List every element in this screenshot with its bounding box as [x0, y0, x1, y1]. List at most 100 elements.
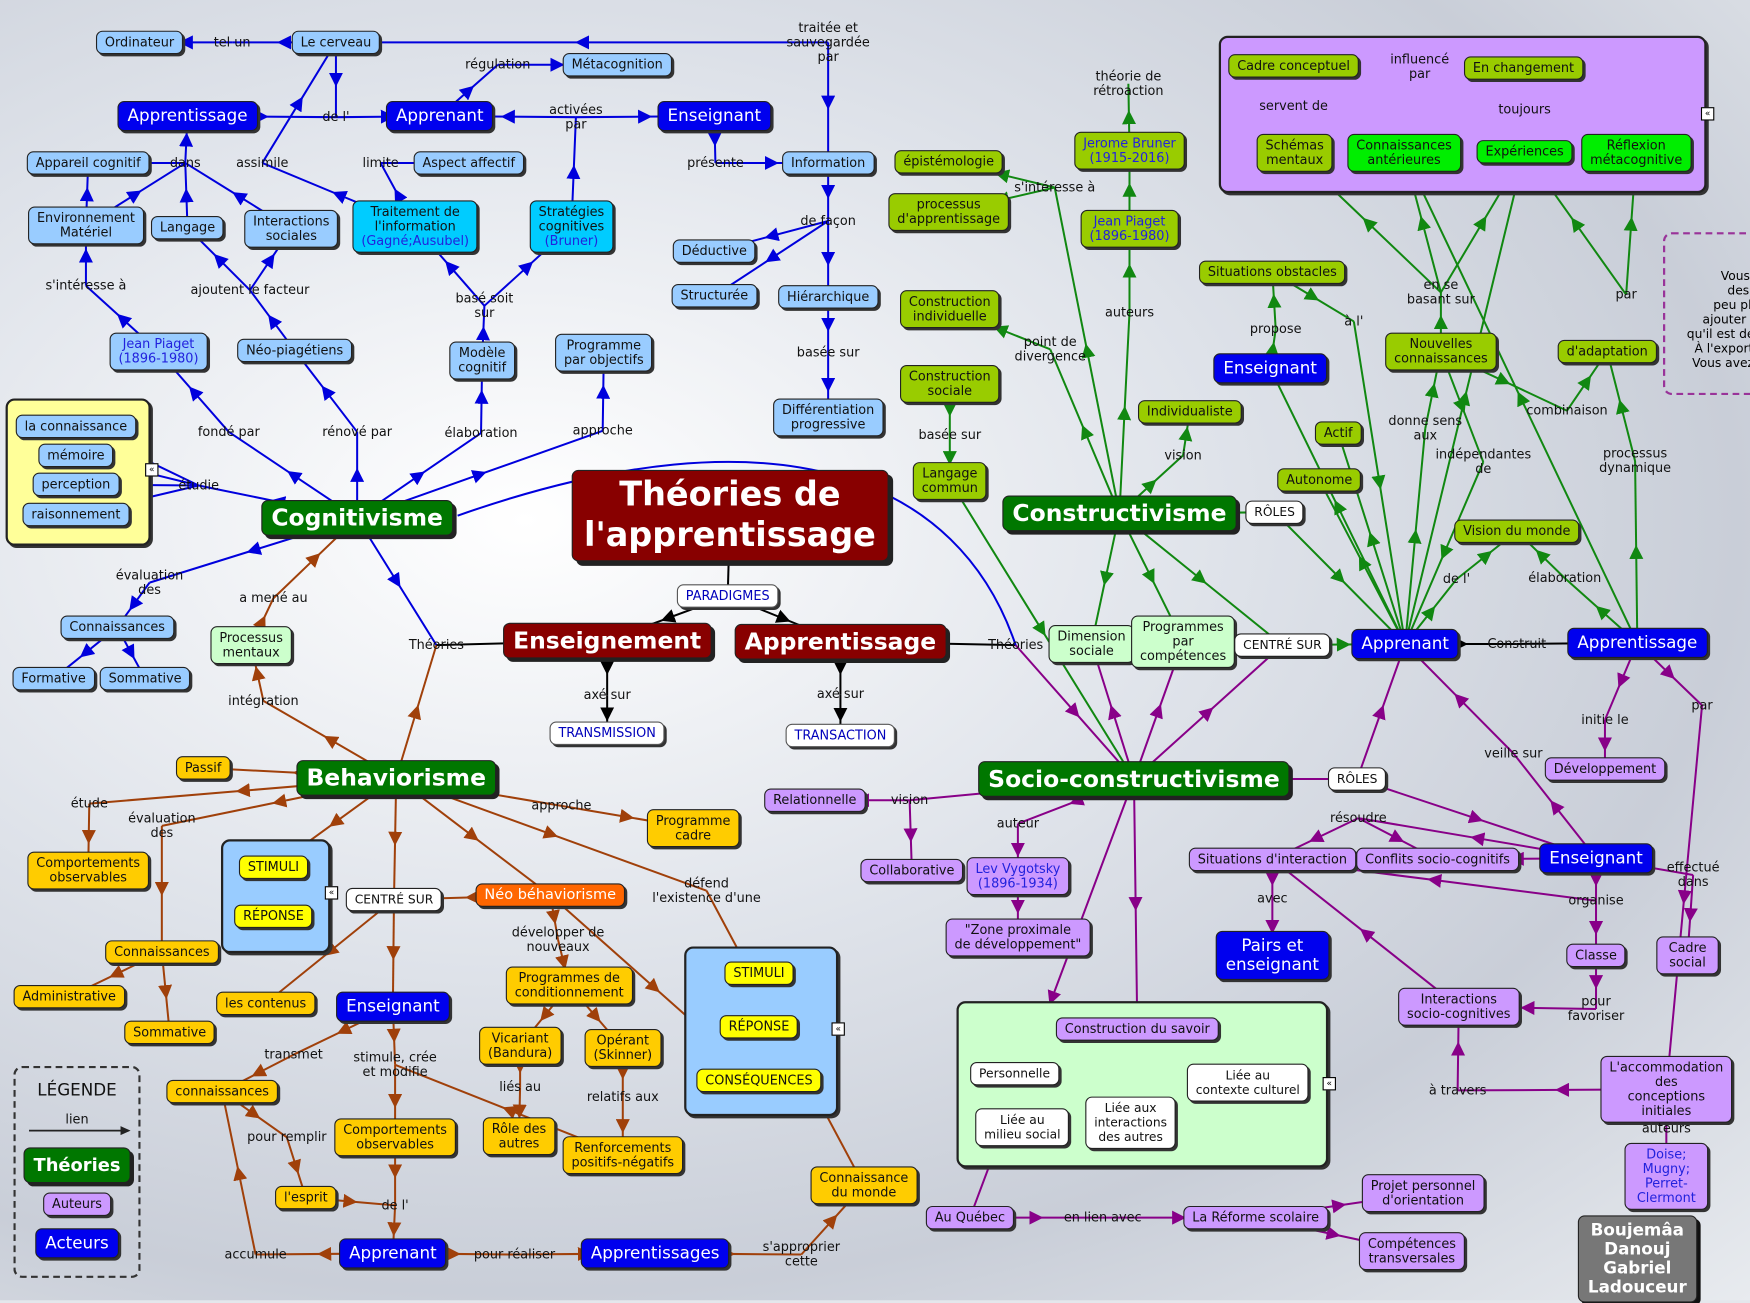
node-enchangement[interactable]: En changement — [1463, 56, 1583, 80]
node-formative[interactable]: Formative — [12, 666, 95, 691]
node-transaction[interactable]: TRANSACTION — [785, 723, 896, 748]
node-sommative-c[interactable]: Sommative — [99, 666, 191, 691]
node-progobj[interactable]: Programme par objectifs — [555, 333, 653, 372]
node-nouvelles[interactable]: Nouvelles connaissances — [1385, 332, 1497, 371]
collapse-icon[interactable]: « — [1322, 1077, 1336, 1091]
node-intsoccog[interactable]: Interactions socio-cognitives — [1398, 987, 1520, 1026]
node-adaptation[interactable]: d'adaptation — [1557, 339, 1657, 364]
node-aspect[interactable]: Aspect affectif — [413, 151, 524, 175]
node-reflexion[interactable]: Réflexion métacognitive — [1581, 133, 1692, 172]
node-centre-b[interactable]: CENTRÉ SUR — [345, 887, 443, 912]
node-langage[interactable]: Langage — [150, 215, 225, 240]
node-stim1[interactable]: STIMULI — [238, 855, 308, 879]
node-diff[interactable]: Différentiation progressive — [773, 398, 884, 437]
node-neo-b[interactable]: Néo béhaviorisme — [475, 883, 625, 907]
node-jp-k[interactable]: Jean Piaget (1896-1980) — [1080, 209, 1179, 248]
node-connaiss-b[interactable]: Connaissances — [105, 940, 219, 964]
node-appr-c[interactable]: Apprentissage — [117, 101, 258, 132]
node-zone[interactable]: "Zone proximale de développement" — [945, 918, 1091, 957]
node-conn2[interactable]: mémoire — [38, 443, 114, 468]
node-pairs[interactable]: Pairs et enseignant — [1215, 930, 1330, 980]
node-sitobst[interactable]: Situations obstacles — [1198, 260, 1346, 285]
node-conflits[interactable]: Conflits socio-cognitifs — [1356, 847, 1519, 872]
node-rep2[interactable]: RÉPONSE — [719, 1015, 799, 1039]
node-experiences[interactable]: Expériences — [1476, 140, 1573, 164]
node-enseignement[interactable]: Enseignement — [503, 622, 712, 659]
node-behav[interactable]: Behaviorisme — [296, 760, 497, 796]
node-competences[interactable]: Compétences transversales — [1358, 1232, 1465, 1271]
collapse-icon[interactable]: « — [831, 1022, 845, 1036]
node-centre-k[interactable]: CENTRÉ SUR — [1234, 633, 1331, 657]
node-renforc[interactable]: Renforcements positifs-négatifs — [562, 1136, 683, 1175]
node-progcomp[interactable]: Programmes par compétences — [1131, 615, 1236, 668]
node-enseignant-c[interactable]: Enseignant — [657, 101, 772, 132]
node-structuree[interactable]: Structurée — [671, 284, 758, 308]
collapse-icon[interactable]: « — [1700, 107, 1715, 121]
collapse-icon[interactable]: « — [145, 463, 159, 477]
node-individualiste[interactable]: Individualiste — [1137, 400, 1242, 424]
node-conn3[interactable]: perception — [32, 472, 120, 497]
node-traitement[interactable]: Traitement de l'information(Gagné;Ausube… — [352, 200, 478, 253]
node-paradigmes[interactable]: PARADIGMES — [676, 584, 779, 608]
node-vicariant[interactable]: Vicariant (Bandura) — [479, 1026, 562, 1065]
node-connmonde[interactable]: Connaissance du monde — [810, 1166, 918, 1205]
node-contexte[interactable]: Liée au contexte culturel — [1186, 1063, 1309, 1102]
node-enseignant-s[interactable]: Enseignant — [1539, 843, 1653, 874]
node-procapp[interactable]: processus d'apprentissage — [888, 193, 1009, 232]
node-accom[interactable]: L'accommodation des conceptions initiale… — [1600, 1055, 1733, 1123]
node-signature[interactable]: Boujemâa Danouj Gabriel Ladouceur — [1577, 1215, 1697, 1303]
node-roles-s[interactable]: RÔLES — [1327, 767, 1387, 791]
node-actif[interactable]: Actif — [1314, 421, 1362, 445]
node-constrsavoir[interactable]: Construction du savoir — [1055, 1017, 1219, 1041]
node-compobs2[interactable]: Comportements observables — [334, 1118, 456, 1157]
node-reforme[interactable]: La Réforme scolaire — [1183, 1205, 1328, 1230]
node-sitint[interactable]: Situations d'interaction — [1188, 847, 1356, 872]
node-jp-c[interactable]: Jean Piaget (1896-1980) — [109, 332, 208, 371]
node-stim2[interactable]: STIMULI — [724, 961, 794, 985]
node-admin[interactable]: Administrative — [13, 984, 125, 1009]
node-apprenant-b[interactable]: Apprenant — [339, 1238, 447, 1269]
node-classe[interactable]: Classe — [1566, 943, 1626, 968]
node-hierarch[interactable]: Hiérarchique — [778, 285, 879, 309]
node-constructivisme[interactable]: Constructivisme — [1002, 495, 1237, 532]
node-sommative-b[interactable]: Sommative — [124, 1020, 216, 1045]
node-operant[interactable]: Opérant (Skinner) — [584, 1029, 662, 1067]
node-ordinateur[interactable]: Ordinateur — [95, 30, 184, 55]
node-roles-k[interactable]: RÔLES — [1245, 500, 1304, 525]
node-milieu[interactable]: Liée au milieu social — [975, 1108, 1070, 1147]
node-transmission[interactable]: TRANSMISSION — [549, 721, 665, 745]
node-constr-soc[interactable]: Construction sociale — [900, 364, 1000, 403]
node-connaiss-b2[interactable]: connaissances — [166, 1079, 278, 1104]
node-role[interactable]: Rôle des autres — [482, 1117, 556, 1156]
node-modele[interactable]: Modèle cognitif — [449, 341, 516, 380]
node-cerveau[interactable]: Le cerveau — [291, 30, 381, 55]
node-constr-ind[interactable]: Construction individuelle — [900, 290, 1000, 329]
node-passif[interactable]: Passif — [175, 756, 231, 780]
node-lev[interactable]: Lev Vygotsky (1896-1934) — [966, 857, 1070, 896]
node-socio[interactable]: Socio-constructivisme — [978, 761, 1290, 797]
node-conn4[interactable]: raisonnement — [22, 502, 130, 527]
node-epist[interactable]: épistémologie — [894, 150, 1003, 174]
node-projet[interactable]: Projet personnel d'orientation — [1361, 1174, 1485, 1213]
node-apprentissage-p[interactable]: Apprentissage — [734, 623, 947, 660]
node-cadresocial[interactable]: Cadre social — [1656, 936, 1719, 975]
node-apprentissages[interactable]: Apprentissages — [580, 1238, 730, 1269]
node-visionmonde[interactable]: Vision du monde — [1454, 519, 1580, 543]
node-strat[interactable]: Stratégies cognitives(Bruner) — [529, 200, 614, 253]
collapse-icon[interactable]: « — [324, 886, 339, 900]
node-doise[interactable]: Doise; Mugny; Perret-Clermont — [1624, 1142, 1709, 1210]
node-progcadre[interactable]: Programme cadre — [646, 809, 740, 848]
node-envmat[interactable]: Environnement Matériel — [28, 206, 144, 245]
node-metacog[interactable]: Métacognition — [562, 53, 672, 77]
node-dimsoc[interactable]: Dimension sociale — [1048, 625, 1135, 663]
node-relationnelle[interactable]: Relationnelle — [764, 788, 866, 812]
node-progcond[interactable]: Programmes de conditionnement — [505, 966, 633, 1005]
node-rep1[interactable]: RÉPONSE — [234, 904, 313, 929]
node-cons2[interactable]: CONSÉQUENCES — [696, 1068, 822, 1093]
node-apprenant-c[interactable]: Apprenant — [385, 101, 494, 132]
node-collaborative[interactable]: Collaborative — [860, 858, 964, 883]
node-intsoc[interactable]: Interactions sociales — [244, 209, 339, 248]
node-contenus[interactable]: les contenus — [216, 991, 316, 1016]
node-apprenant-k[interactable]: Apprenant — [1351, 628, 1460, 660]
node-enseignant-b[interactable]: Enseignant — [336, 991, 450, 1022]
